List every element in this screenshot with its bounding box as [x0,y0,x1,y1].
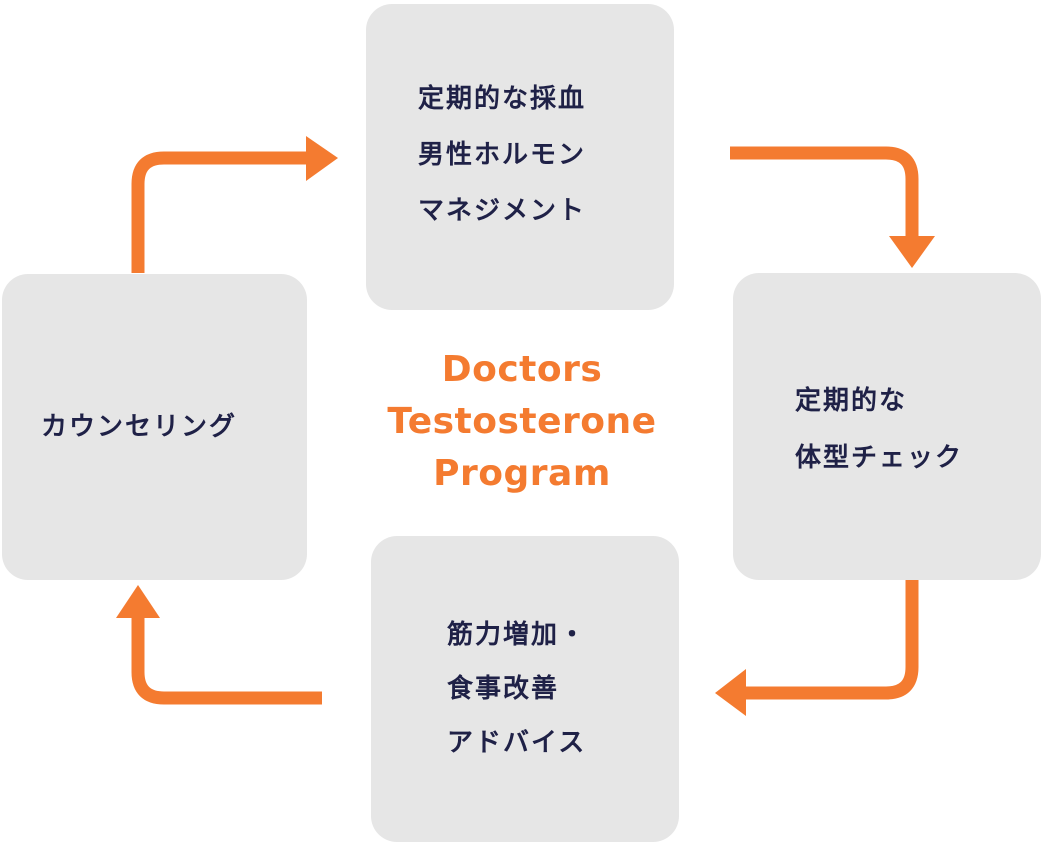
step-box-advice: 筋力増加・ 食事改善 アドバイス [371,536,679,842]
arrowhead-left-icon [715,669,746,716]
program-title: Doctors Testosterone Program [380,344,664,500]
arrow-right-to-bottom [746,580,919,700]
arrow-left-to-top [131,151,306,273]
step-text-line: 定期的な [795,386,908,416]
step-text-line: 男性ホルモン [418,140,587,170]
arrowhead-up-icon [116,585,160,618]
arrow-bottom-to-left [131,618,322,705]
step-text-line: 筋力増加・ [447,620,588,650]
step-box-counseling: カウンセリング [2,274,307,580]
step-box-blood-test: 定期的な採血 男性ホルモン マネジメント [366,4,674,310]
program-title-line: Program [433,453,611,494]
step-text-line: カウンセリング [41,412,238,442]
arrowhead-down-icon [889,236,935,268]
arrowhead-right-icon [306,136,338,181]
step-text-line: 定期的な採血 [418,84,587,114]
arrow-top-to-right [730,146,919,236]
program-title-line: Testosterone [387,401,657,442]
step-text-line: アドバイス [447,728,587,758]
step-text-line: マネジメント [418,196,587,226]
step-box-body-check: 定期的な 体型チェック [733,273,1041,580]
step-text-line: 食事改善 [447,674,560,704]
step-text-line: 体型チェック [795,443,964,473]
program-title-line: Doctors [441,349,603,390]
